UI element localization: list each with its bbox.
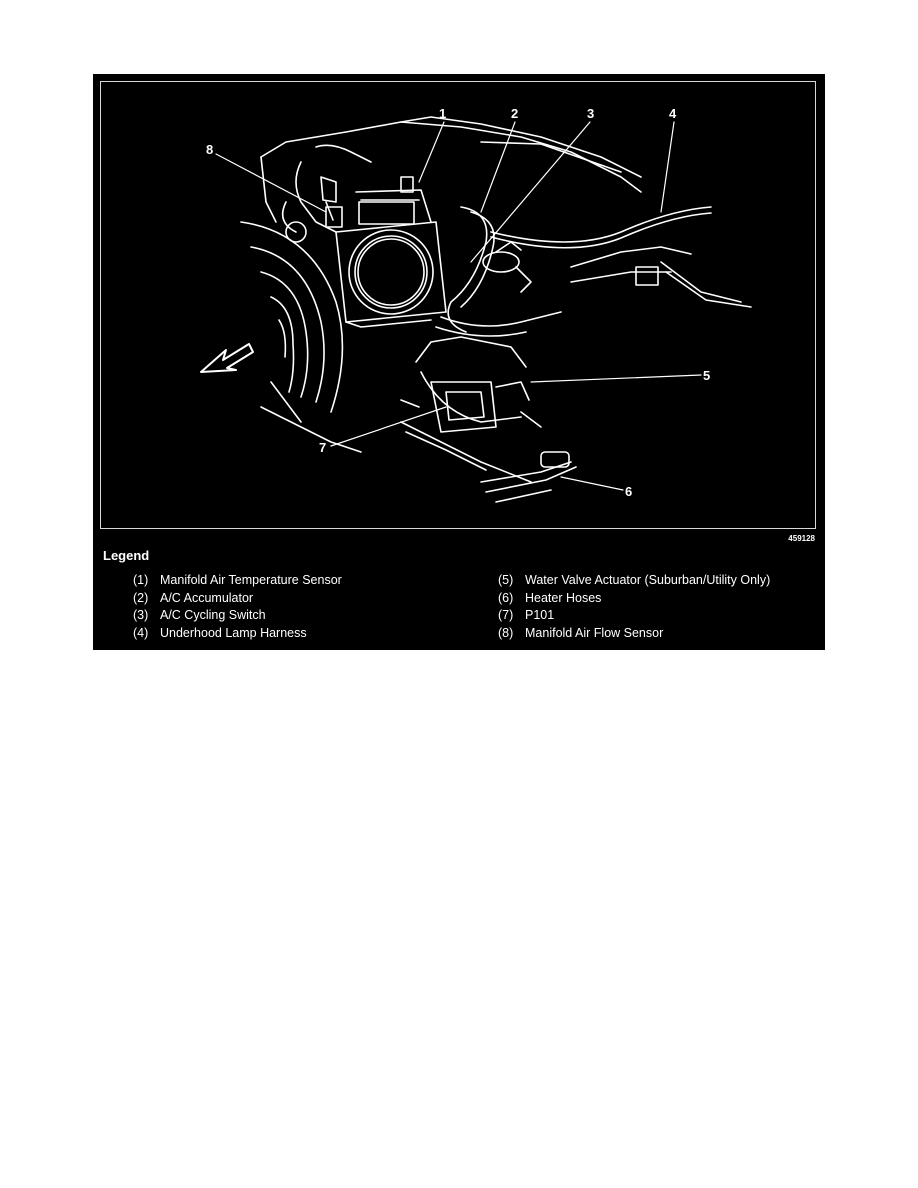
engine-illustration: 1 2 3 4 5 6 7 8 (100, 81, 816, 529)
legend-item-number: (4) (133, 625, 149, 640)
legend-item: (1) Manifold Air Temperature Sensor (133, 572, 342, 590)
water-valve (400, 381, 542, 433)
legend-title: Legend (103, 548, 150, 563)
maf-sensor (281, 144, 414, 243)
legend-item-number: (3) (133, 608, 149, 622)
legend-item-label: Manifold Air Flow Sensor (525, 625, 664, 640)
front-arrow-icon (200, 343, 254, 373)
fender-wheel (240, 221, 362, 453)
harness-lamp (490, 206, 752, 308)
legend-item-label: Manifold Air Temperature Sensor (160, 573, 342, 587)
callout-3: 3 (587, 106, 594, 121)
legend-item-label: Heater Hoses (525, 590, 602, 605)
legend-item: (5) Water Valve Actuator (Suburban/Utilit… (498, 572, 770, 590)
callout-7: 7 (319, 440, 326, 455)
legend-item-number: (5) (498, 573, 514, 587)
callout-2: 2 (511, 106, 518, 121)
throttle-body (335, 189, 447, 328)
legend-column-left: (1) Manifold Air Temperature Sensor (2) A/… (133, 572, 342, 642)
callout-4: 4 (669, 106, 677, 121)
legend-column-right: (5) Water Valve Actuator (Suburban/Utilit… (498, 572, 770, 642)
legend-item-number: (6) (498, 590, 514, 605)
heater-hoses (400, 336, 577, 503)
ac-accumulator (435, 206, 562, 337)
legend-item-label: Water Valve Actuator (Suburban/Utility O… (525, 573, 771, 587)
legend-item: (8) Manifold Air Flow Sensor (498, 625, 770, 643)
legend-item: (4) Underhood Lamp Harness (133, 625, 342, 643)
legend-item: (7) P101 (498, 607, 770, 625)
engine-line-drawing: 1 2 3 4 5 6 7 8 (200, 106, 752, 503)
legend-item: (6) Heater Hoses (498, 590, 770, 608)
legend-item-number: (1) (133, 573, 149, 587)
legend-item: (3) A/C Cycling Switch (133, 607, 342, 625)
legend-item: (2) A/C Accumulator (133, 590, 342, 608)
legend-item-label: Underhood Lamp Harness (160, 625, 307, 640)
legend-item-number: (2) (133, 590, 149, 605)
legend-item-label: P101 (525, 608, 555, 622)
callout-labels: 1 2 3 4 5 6 7 8 (206, 106, 710, 499)
hood-outline (260, 116, 642, 223)
legend-item-number: (8) (498, 625, 514, 640)
figure-code: 459128 (788, 534, 815, 543)
legend-item-label: A/C Accumulator (160, 590, 254, 605)
legend-item-number: (7) (498, 608, 514, 622)
diagram-panel: 1 2 3 4 5 6 7 8 459128 Legend (1) Manifol… (93, 74, 825, 650)
callout-5: 5 (703, 368, 710, 383)
callout-6: 6 (625, 484, 632, 499)
callout-8: 8 (206, 142, 213, 157)
callout-leaders (215, 121, 702, 491)
legend-item-label: A/C Cycling Switch (160, 608, 266, 622)
callout-1: 1 (439, 106, 446, 121)
